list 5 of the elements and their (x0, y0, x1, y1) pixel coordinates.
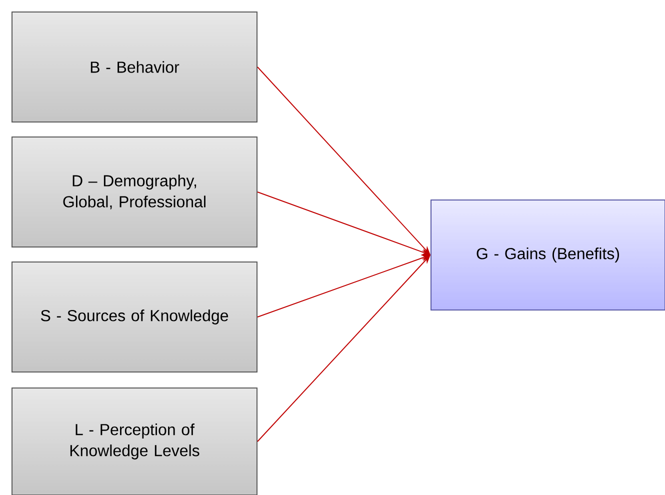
factor-box: B - Behavior (12, 12, 258, 122)
outcome-box: G - Gains (Benefits) (430, 200, 665, 310)
factor-box: L - Perception of Knowledge Levels (12, 387, 258, 495)
factor-box: S - Sources of Knowledge (12, 261, 258, 372)
factor-box: D – Demography, Global, Professional (12, 136, 258, 248)
